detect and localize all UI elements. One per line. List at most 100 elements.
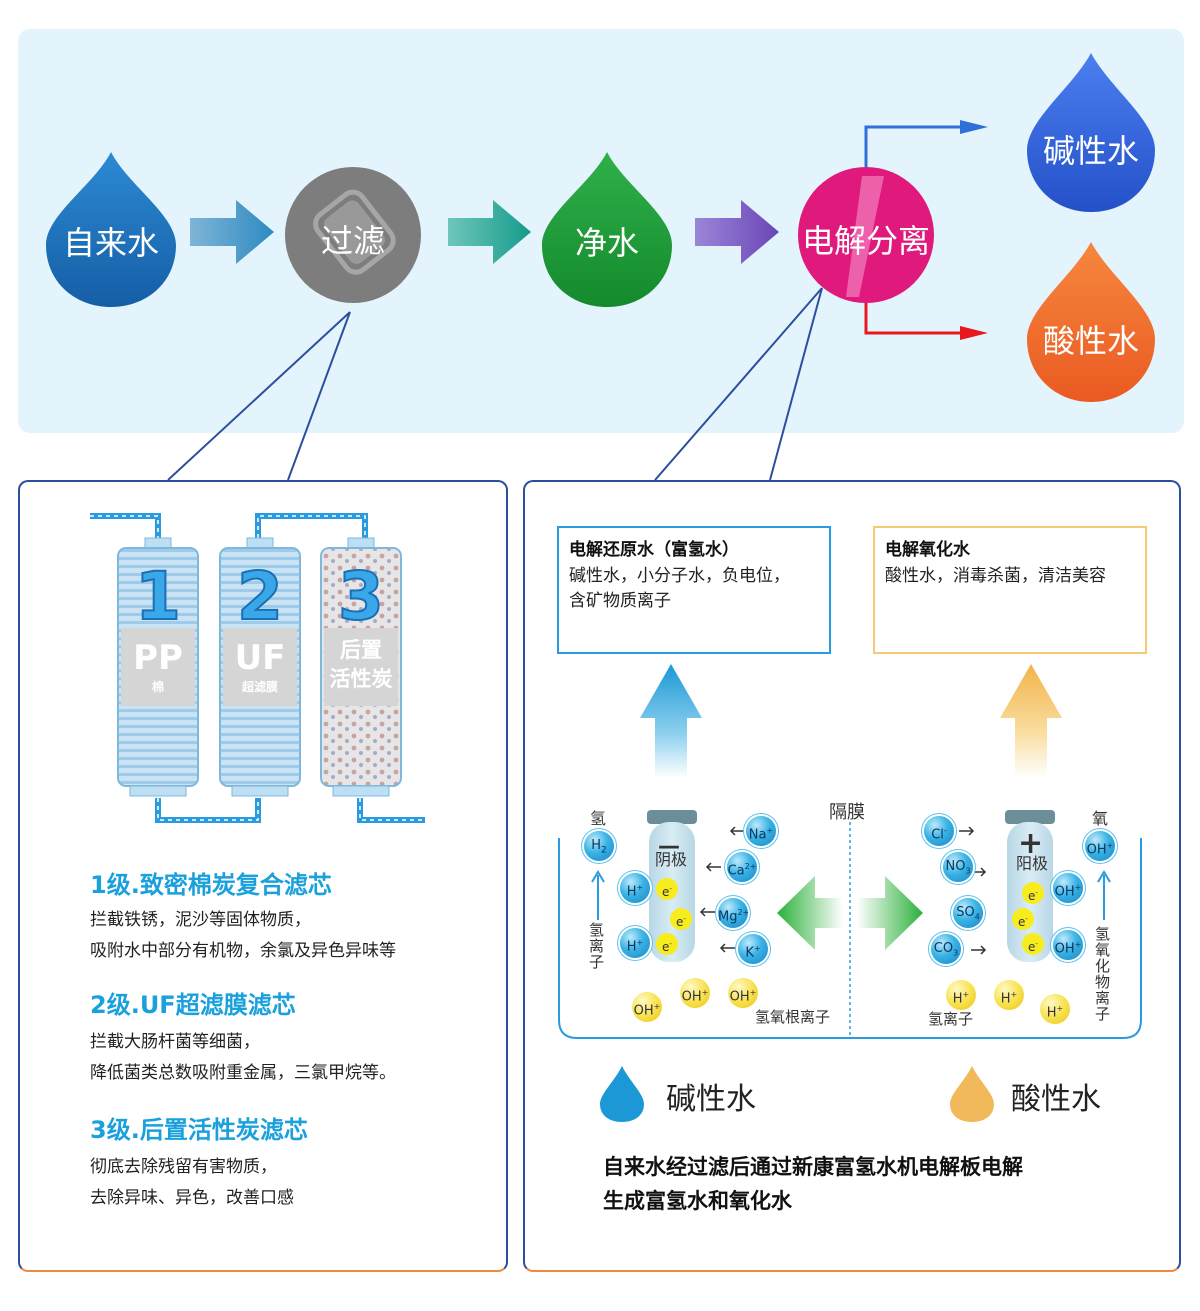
green-arrow-right xyxy=(857,876,923,950)
pipe-bottom-2-flow xyxy=(359,798,425,821)
chloride-ion-icon: Cl- xyxy=(924,816,954,846)
cartridge-2-sub: 超滤膜 xyxy=(241,680,278,694)
oxygen-label: 氧 xyxy=(1092,809,1109,828)
oxidized-water-title: 电解氧化水 xyxy=(885,540,970,560)
electron-icon-5: e- xyxy=(1012,908,1034,930)
acidic-water-label: 酸性水 xyxy=(1042,322,1139,360)
hydrogen-ion-vertical-label: 氢 离 子 xyxy=(589,921,605,971)
cartridge-1-number: 1 xyxy=(134,558,182,635)
acidic-branch-line xyxy=(864,303,960,335)
reduced-water-box: 电解还原水（富氢水） 碱性水，小分子水，负电位， 含矿物质离子 xyxy=(557,526,831,654)
filter-2-desc: 拦截大肠杆菌等细菌， 降低菌类总数吸附重金属，三氯甲烷等。 xyxy=(90,1032,396,1083)
electrolysis-callout-line xyxy=(654,287,823,480)
hydroxide-anode-icon-2: OH+ xyxy=(1053,930,1083,960)
lightning-icon xyxy=(846,176,884,297)
hydrogen-ion-icon-5: H+ xyxy=(1040,994,1070,1024)
cartridge-3-name: 后置 活性炭 xyxy=(329,638,393,691)
cartridge-1-sub: 棉 xyxy=(151,680,164,694)
pipe-bottom-1-flow xyxy=(157,798,259,821)
cartridge-2-name: UF xyxy=(234,638,286,678)
hydroxide-ion-icon-2: OH+ xyxy=(680,978,710,1008)
electrolysis-cell-graphic xyxy=(558,664,1142,1039)
ion-flow-arrows xyxy=(699,826,987,955)
filter-1-title: 1级.致密棉炭复合滤芯 xyxy=(90,871,332,899)
tap-water-label: 自来水 xyxy=(62,224,159,262)
calcium-ion-icon: Ca2+ xyxy=(727,852,757,882)
oxidized-water-box: 电解氧化水 酸性水，消毒杀菌，清洁美容 xyxy=(873,526,1147,654)
filter-3-desc: 彻底去除残留有害物质， 去除异味、异色，改善口感 xyxy=(90,1157,294,1208)
electron-icon-2: e- xyxy=(670,908,692,930)
water-legend-icons xyxy=(600,1066,994,1122)
flow-arrow-3 xyxy=(695,200,779,264)
up-arrow-blue xyxy=(640,664,702,778)
cartridge-2 xyxy=(219,537,301,797)
pipe-top-1-flow xyxy=(90,515,159,538)
nitrate-ion-icon: NO3 xyxy=(943,852,973,882)
electron-icon-3: e- xyxy=(656,933,678,955)
pure-water-label: 净水 xyxy=(574,224,639,262)
hydroxide-ion-icon-3: OH+ xyxy=(728,978,758,1008)
pure-water-drop xyxy=(542,152,672,307)
reduced-water-title: 电解还原水（富氢水） xyxy=(569,540,739,560)
filter-cartridges-graphic xyxy=(90,513,425,823)
anode-sign: + xyxy=(1018,826,1044,861)
hydrogen-ion-icon-3: H+ xyxy=(946,980,976,1010)
pipe-bottom-1 xyxy=(155,798,261,823)
up-arrow-orange xyxy=(1000,664,1062,778)
cathode-cap xyxy=(647,810,697,824)
flow-arrow-1 xyxy=(190,200,274,264)
electron-icon-6: e- xyxy=(1022,933,1044,955)
h2-molecule-icon: H2 xyxy=(584,831,614,861)
filter-2-title: 2级.UF超滤膜滤芯 xyxy=(90,991,296,1019)
alkaline-legend-drop-icon xyxy=(600,1066,644,1122)
hydrogen-ion-label: 氢离子 xyxy=(928,1010,974,1028)
sulfate-ion-icon: SO4 xyxy=(953,898,983,928)
acidic-legend-label: 酸性水 xyxy=(1011,1082,1101,1117)
electrolysis-tank xyxy=(558,838,1142,1039)
oxidized-water-desc: 酸性水，消毒杀菌，清洁美容 xyxy=(885,566,1106,586)
alkaline-water-drop xyxy=(1027,53,1155,212)
electron-icon-4: e- xyxy=(1022,882,1044,904)
reduced-water-desc: 碱性水，小分子水，负电位， 含矿物质离子 xyxy=(569,566,790,611)
alkaline-legend-label: 碱性水 xyxy=(666,1082,756,1117)
cartridge-2-number: 2 xyxy=(236,558,284,635)
pipe-bottom-2 xyxy=(357,798,425,823)
potassium-ion-icon: K+ xyxy=(738,934,768,964)
hydroxide-ion-label: 氢氧根离子 xyxy=(755,1008,831,1026)
magnesium-ion-icon: Mg2+ xyxy=(718,898,749,928)
carbonate-ion-icon: CO3 xyxy=(931,934,961,964)
hydroxide-up-arrow xyxy=(1097,870,1111,920)
summary-text: 自来水经过滤后通过新康富氢水机电解板电解 生成富氢水和氧化水 xyxy=(603,1155,1023,1213)
anode-cap xyxy=(1005,810,1055,824)
pipe-top-1 xyxy=(90,513,161,538)
hydroxide-anode-icon-1: OH+ xyxy=(1053,873,1083,903)
hydroxide-ion-vertical-label: 氢 氧 化 物 离 子 xyxy=(1095,925,1111,1023)
acidic-legend-drop-icon xyxy=(950,1066,994,1122)
alkaline-branch-line xyxy=(864,125,960,167)
electron-icon-1: e- xyxy=(656,878,678,900)
filter-stages-card xyxy=(18,480,508,1272)
sodium-ion-icon: Na+ xyxy=(746,816,776,846)
cartridge-3-number: 3 xyxy=(337,558,385,635)
filter-callout-line xyxy=(167,311,351,480)
electrolysis-label: 电解分离 xyxy=(801,222,930,260)
hydrogen-ion-icon-2: H+ xyxy=(620,928,650,958)
filter-cartridge-icon xyxy=(313,189,396,275)
cathode-label: 阴极 xyxy=(655,850,688,869)
hydrogen-ion-icon-4: H+ xyxy=(994,980,1024,1010)
process-flow-graphics xyxy=(46,53,1155,480)
hydroxide-ion-icon-1: OH+ xyxy=(632,992,662,1022)
hydrogen-ion-icon-1: H+ xyxy=(620,873,650,903)
acidic-water-drop xyxy=(1027,242,1155,402)
cartridge-1-name: PP xyxy=(133,638,183,678)
tap-water-drop xyxy=(46,152,176,307)
alkaline-water-label: 碱性水 xyxy=(1042,132,1139,170)
filter-label: 过滤 xyxy=(320,222,385,260)
cartridge-3 xyxy=(320,537,402,797)
cathode-sign: — xyxy=(658,834,680,859)
cartridge-1 xyxy=(117,537,199,797)
filter-3-title: 3级.后置活性炭滤芯 xyxy=(90,1116,308,1144)
filter-1-desc: 拦截铁锈，泥沙等固体物质， 吸附水中部分有机物，余氯及异色异味等 xyxy=(90,910,396,961)
flow-arrow-2 xyxy=(448,200,531,264)
membrane-label: 隔膜 xyxy=(829,802,865,823)
